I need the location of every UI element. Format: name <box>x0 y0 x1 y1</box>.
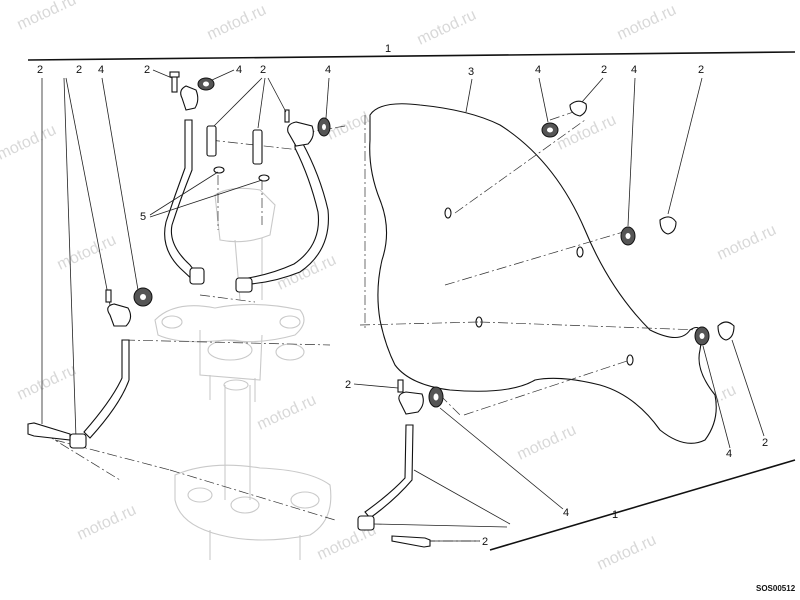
watermark: motod.ru <box>515 422 579 464</box>
bracket-end <box>357 515 375 531</box>
callout-1-top: 1 <box>385 43 391 55</box>
cap <box>717 321 735 341</box>
windscreen <box>369 103 717 444</box>
callout-2-screw: 2 <box>144 64 150 76</box>
screen-hole <box>444 207 452 219</box>
assembly-line-bottom <box>489 459 796 551</box>
callout-2-bolts: 2 <box>260 64 266 76</box>
screw <box>105 289 112 303</box>
watermark: motod.ru <box>415 7 479 49</box>
upper-right-bracket <box>235 117 331 293</box>
screen-hole <box>576 246 584 258</box>
watermark: motod.ru <box>715 222 779 264</box>
callout-1-bottom: 1 <box>612 509 618 521</box>
ghost-frame <box>154 187 332 560</box>
watermark: motod.ru <box>595 532 659 574</box>
callout-2-b: 2 <box>76 64 82 76</box>
callout-2-a: 2 <box>37 64 43 76</box>
callout-4-a: 4 <box>98 64 104 76</box>
bracket-end <box>189 267 205 285</box>
callout-2-low: 2 <box>345 379 351 391</box>
callout-4-mid: 4 <box>325 64 331 76</box>
right-fasteners <box>541 100 735 346</box>
bolt <box>206 125 217 157</box>
watermark: motod.ru <box>615 2 679 44</box>
callout-4-br: 4 <box>726 448 732 460</box>
watermark: motod.ru <box>75 502 139 544</box>
watermark: motod.ru <box>0 122 59 164</box>
callout-2-br: 2 <box>762 437 768 449</box>
drawing-code: SOS00512 <box>756 584 796 593</box>
lower-left-bracket <box>27 287 153 449</box>
watermark: motod.ru <box>555 112 619 154</box>
callout-4-low: 4 <box>563 507 569 519</box>
assembly-line-top <box>27 51 796 61</box>
callout-4-r1: 4 <box>535 64 541 76</box>
lower-middle-bracket <box>357 379 444 548</box>
washer <box>258 174 270 182</box>
watermark: motod.ru <box>15 0 79 34</box>
long-bolt <box>27 422 71 441</box>
watermark: motod.ru <box>15 362 79 404</box>
watermark: motod.ru <box>205 2 269 44</box>
callout-2-r2: 2 <box>698 64 704 76</box>
callout-3: 3 <box>468 66 474 78</box>
washer <box>213 166 225 174</box>
screen-hole <box>626 354 634 366</box>
cap <box>569 100 587 117</box>
watermark: motod.ru <box>255 392 319 434</box>
cap <box>659 216 677 235</box>
callout-4-grommet: 4 <box>236 64 242 76</box>
bolt <box>252 129 263 165</box>
bracket-end <box>235 277 253 293</box>
callout-2-r1: 2 <box>601 64 607 76</box>
upper-left-bracket <box>164 71 290 285</box>
watermark: motod.ru <box>55 232 119 274</box>
callout-4-r2: 4 <box>631 64 637 76</box>
bolt <box>284 109 290 123</box>
callout-5: 5 <box>140 211 146 223</box>
screw <box>171 75 178 93</box>
callout-2-bottom: 2 <box>482 536 488 548</box>
long-bolt <box>391 535 431 548</box>
screw <box>397 379 404 393</box>
bracket-end <box>69 433 87 449</box>
